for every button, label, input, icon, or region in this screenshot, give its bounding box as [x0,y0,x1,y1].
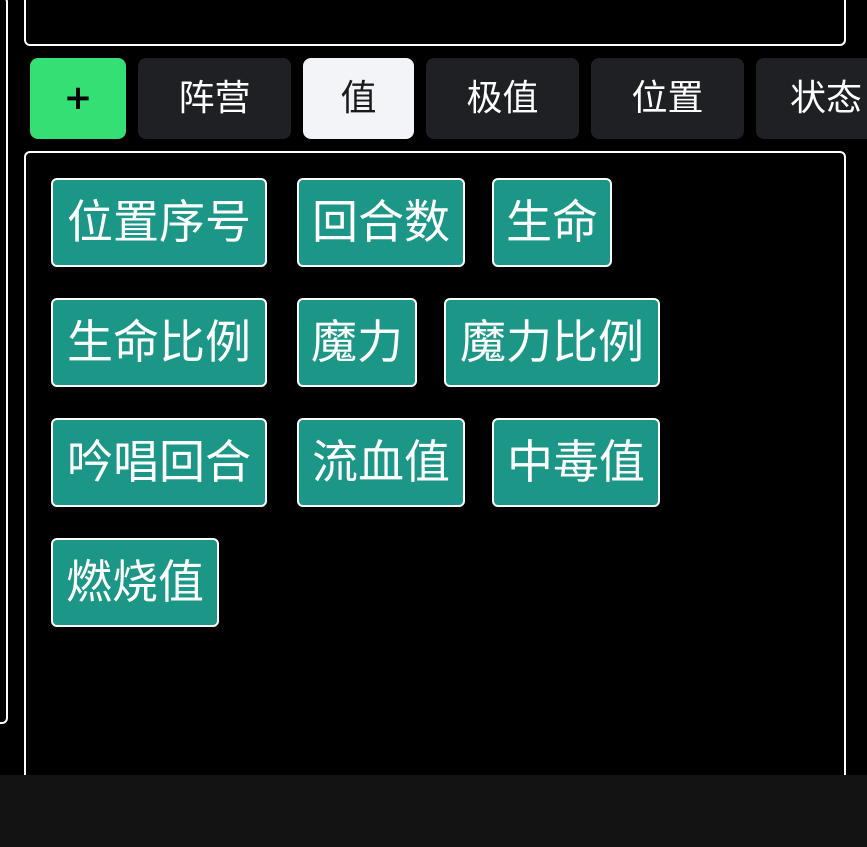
chip-poison-value[interactable]: 中毒值 [492,418,660,507]
footer-strip [0,775,867,847]
chip-mana[interactable]: 魔力 [297,298,417,387]
tab-value[interactable]: 值 [303,58,414,139]
tab-bar: + 阵营 值 极值 位置 状态 [30,58,867,139]
chip-round-count[interactable]: 回合数 [297,178,465,267]
value-options-panel: 位置序号 回合数 生命 生命比例 魔力 魔力比例 吟唱回合 流血值 中毒值 燃烧… [24,151,846,802]
top-panel [24,0,846,46]
chip-health[interactable]: 生命 [492,178,612,267]
tab-extreme-value[interactable]: 极值 [426,58,579,139]
tab-faction[interactable]: 阵营 [138,58,291,139]
chip-mana-ratio[interactable]: 魔力比例 [444,298,660,387]
chip-position-index[interactable]: 位置序号 [51,178,267,267]
tab-position[interactable]: 位置 [591,58,744,139]
chip-burn-value[interactable]: 燃烧值 [51,538,219,627]
add-button[interactable]: + [30,58,126,139]
left-panel-frame [0,0,8,724]
chip-health-ratio[interactable]: 生命比例 [51,298,267,387]
chip-chant-rounds[interactable]: 吟唱回合 [51,418,267,507]
chip-bleed-value[interactable]: 流血值 [297,418,465,507]
tab-status[interactable]: 状态 [756,58,867,139]
